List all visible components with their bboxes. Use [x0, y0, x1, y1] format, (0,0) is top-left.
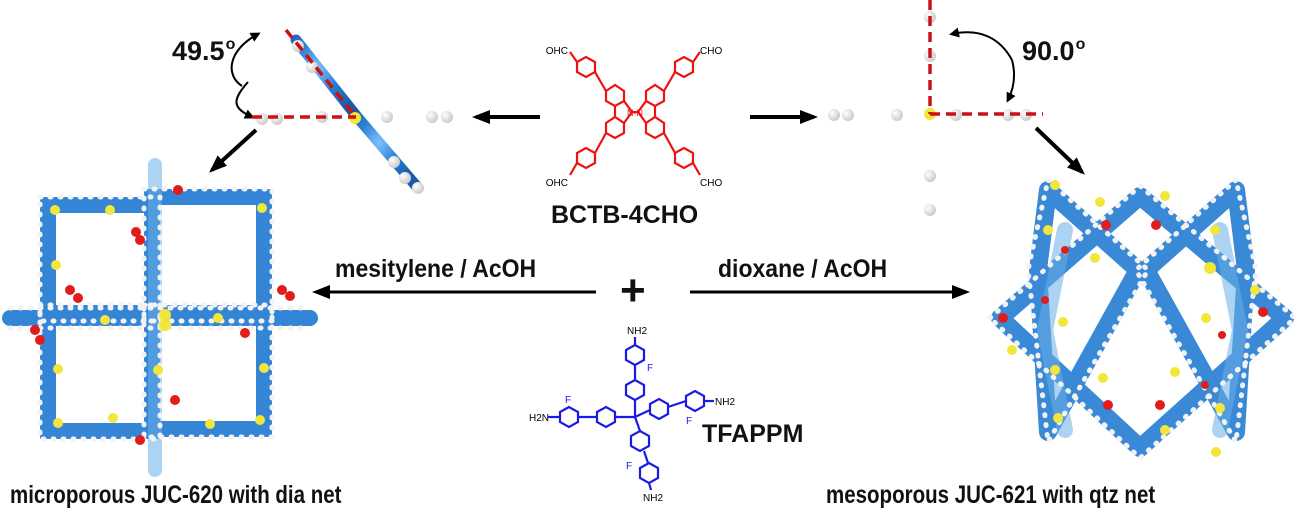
fluoro-left: F — [565, 395, 571, 406]
bctb-4cho-structure — [569, 51, 701, 176]
plus-sign: + — [620, 266, 646, 315]
aldehyde-group-2: CHO — [700, 46, 722, 57]
aldehyde-group-3: OHC — [546, 178, 568, 189]
juc-621-framework-model — [987, 177, 1298, 461]
right-angle-label: 90.0o — [1022, 36, 1085, 67]
right-angle-curved-arrow — [949, 27, 1013, 61]
aldehyde-monomer-name: BCTB-4CHO — [551, 201, 699, 229]
fluoro-bottom: F — [626, 461, 632, 472]
arrow-right-conformer-to-framework — [1034, 126, 1085, 175]
tfappm-structure — [548, 337, 714, 491]
left-product-label: microporous JUC-620 with dia net — [10, 481, 342, 509]
right-product-label: mesoporous JUC-621 with qtz net — [826, 481, 1156, 509]
amino-group-bottom: NH2 — [643, 493, 663, 504]
left-reaction-condition: mesitylene / AcOH — [335, 255, 537, 283]
aldehyde-group-4: CHO — [700, 178, 722, 189]
fluoro-right: F — [686, 416, 692, 427]
right-angle-value: 90.0 — [1022, 36, 1075, 66]
left-angle-curved-arrow-head2 — [235, 81, 255, 119]
right-angle-curved-arrow-b — [1006, 59, 1016, 103]
fluoro-top: F — [647, 363, 653, 374]
aldehyde-group-1: OHC — [546, 46, 568, 57]
left-angle-label: 49.5o — [172, 36, 235, 67]
right-conformer-model — [826, 0, 1043, 216]
amino-group-top: NH2 — [627, 326, 647, 337]
left-angle-degree: o — [225, 36, 236, 53]
arrow-left-conformer-to-framework — [209, 128, 258, 173]
amino-group-left: H2N — [529, 413, 549, 424]
juc-620-framework-model — [2, 158, 318, 477]
right-angle-degree: o — [1075, 36, 1086, 53]
right-reaction-condition: dioxane / AcOH — [718, 255, 888, 283]
left-angle-value: 49.5 — [172, 36, 225, 66]
left-angle-curved-arrow — [230, 32, 261, 87]
amine-monomer-name: TFAPPM — [702, 420, 804, 448]
left-conformer-model — [252, 28, 453, 194]
amino-group-right: NH2 — [715, 397, 735, 408]
nn-linker: N-N — [627, 108, 643, 118]
